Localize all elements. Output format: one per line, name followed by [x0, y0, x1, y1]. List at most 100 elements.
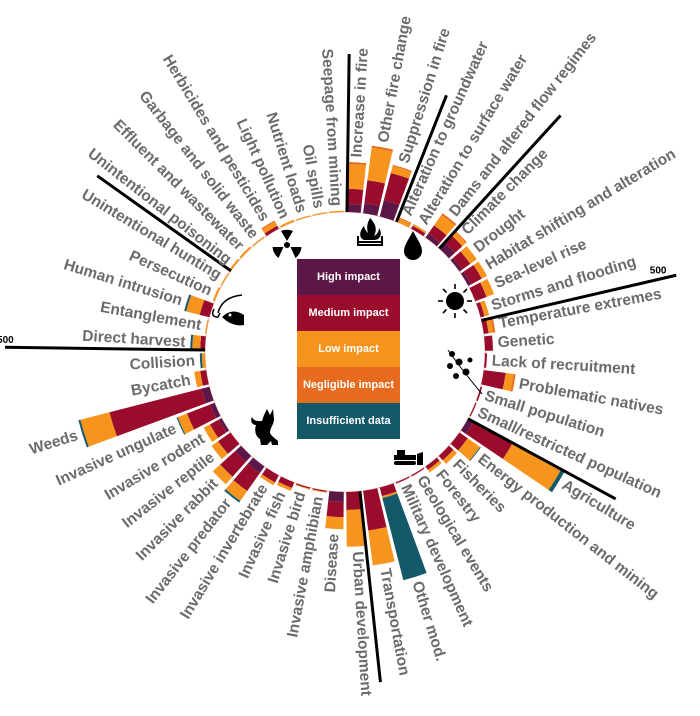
bar-segment-transportation-medium-impact	[363, 488, 387, 531]
bar-segment-energy-production-and-mining-insufficient-data	[469, 447, 481, 461]
bar-segment-lack-of-recruitment-medium-impact	[484, 353, 487, 368]
legend-label-insufficient-data: Insufficient data	[306, 415, 391, 427]
bar-segment-genetic-medium-impact	[484, 335, 493, 351]
bar-segment-herbicides-and-pesticides-negligible-impact	[261, 220, 276, 230]
bar-segment-agriculture-insufficient-data	[548, 468, 566, 493]
sun-icon	[438, 284, 472, 318]
total-line-increase-in-fire	[345, 54, 351, 213]
bar-segment-direct-harvest-medium-impact	[200, 335, 206, 351]
bar-segment-dams-and-altered-flow-regimes-high-impact	[425, 233, 441, 247]
bar-segment-persecution-low-impact	[212, 287, 221, 302]
bar-segment-suppression-in-fire-medium-impact	[383, 172, 410, 205]
legend-swatch-low-impact	[297, 331, 400, 367]
category-label-collision: Collision	[129, 353, 195, 374]
bar-segment-problematic-natives-negligible-impact	[510, 373, 516, 392]
bar-segment-disease-low-impact	[325, 516, 344, 530]
bar-segment-invasive-ungulate-medium-impact	[186, 404, 217, 430]
flower-icon	[447, 349, 483, 395]
category-label-genetic: Genetic	[497, 331, 555, 351]
bar-segment-temperature-extremes-low-impact	[485, 317, 494, 334]
bar-segment-dams-and-altered-flow-regimes-low-impact	[434, 214, 456, 236]
bar-segment-effluent-and-wastewater-low-impact	[239, 246, 252, 259]
bar-segment-human-intrusion-low-impact	[186, 295, 205, 315]
bar-segment-sea-level-rise-medium-impact	[469, 282, 487, 302]
bar-segment-garbage-and-solid-waste-low-impact	[252, 236, 265, 247]
bar-segment-entanglement-low-impact	[204, 319, 209, 334]
category-label-other-mod: Other mod.	[408, 579, 449, 663]
bar-segment-invasive-bird-low-impact	[295, 484, 311, 490]
bar-segment-alteration-to-groundwater-negligible-impact	[397, 216, 412, 224]
bar-segment-climate-change-negligible-impact	[454, 230, 467, 243]
bar-segment-other-fire-change-negligible-impact	[371, 145, 394, 152]
bar-segment-invasive-reptile-low-impact	[211, 441, 228, 460]
legend-label-medium-impact: Medium impact	[308, 307, 388, 319]
category-label-transportation: Transportation	[376, 567, 412, 677]
bars-layer	[78, 145, 566, 581]
bar-segment-small-population-medium-impact	[476, 386, 483, 402]
bar-segment-disease-medium-impact	[326, 501, 344, 518]
bar-segment-storms-and-flooding-low-impact	[480, 300, 490, 317]
bar-segment-invasive-predator-medium-impact	[233, 463, 260, 492]
total-line-unintentional-poisoning	[96, 174, 232, 273]
bar-segment-alteration-to-groundwater-low-impact	[395, 217, 411, 228]
bar-segment-other-fire-change-high-impact	[363, 203, 380, 216]
bar-segment-other-mod-low-impact	[381, 491, 398, 499]
bar-segment-invasive-rodent-medium-impact	[209, 419, 227, 438]
bar-segment-drought-low-impact	[460, 246, 477, 264]
category-label-increase-in-fire: Increase in fire	[348, 47, 372, 158]
bar-segment-invasive-ungulate-insufficient-data	[176, 417, 186, 435]
bar-segment-sea-level-rise-low-impact	[480, 278, 495, 297]
bar-segment-invasive-invertebrate-medium-impact	[261, 467, 279, 483]
bar-segment-collision-low-impact	[201, 353, 206, 369]
bar-segment-invasive-invertebrate-low-impact	[260, 474, 276, 486]
bar-segment-forestry-low-impact	[427, 460, 442, 473]
bar-segment-direct-harvest-low-impact	[192, 334, 202, 351]
bar-segment-human-intrusion-medium-impact	[199, 300, 214, 318]
bar-segment-climate-change-low-impact	[450, 231, 466, 247]
bar-segment-invasive-ungulate-low-impact	[177, 413, 195, 435]
cat-icon	[251, 409, 278, 445]
bar-segment-other-fire-change-medium-impact	[364, 180, 385, 207]
bar-segment-invasive-predator-high-impact	[247, 457, 265, 474]
bar-segment-invasive-ungulate-high-impact	[210, 402, 221, 419]
bar-segment-collision-insufficient-data	[199, 353, 203, 369]
bar-segment-urban-development-medium-impact	[346, 491, 363, 510]
total-line-alteration-to-groundwater	[395, 94, 448, 223]
legend-swatch-insufficient-data	[297, 403, 400, 439]
bar-segment-storms-and-flooding-medium-impact	[476, 302, 485, 318]
bar-segment-transportation-low-impact	[368, 527, 395, 566]
bar-segment-habitat-shifting-and-alteration-low-impact	[473, 261, 488, 279]
fire-icon	[357, 218, 383, 246]
bar-segment-other-fire-change-low-impact	[367, 147, 393, 184]
bar-segment-agriculture-high-impact	[460, 418, 474, 434]
bar-segment-alteration-to-surface-water-medium-impact	[411, 225, 426, 237]
bar-segment-weeds-medium-impact	[109, 388, 207, 437]
bar-segment-invasive-rodent-low-impact	[203, 424, 219, 442]
bar-segment-light-pollution-low-impact	[280, 219, 295, 228]
legend-swatch-high-impact	[297, 259, 400, 295]
bar-segment-drought-high-impact	[450, 257, 463, 272]
bar-segment-forestry-medium-impact	[425, 457, 440, 470]
bulldozer-icon	[394, 450, 423, 465]
bar-segment-habitat-shifting-and-alteration-medium-impact	[463, 264, 482, 285]
bar-segment-drought-medium-impact	[453, 251, 471, 270]
bar-segment-invasive-rodent-high-impact	[218, 418, 230, 433]
total-lines-layer: 500500	[0, 54, 677, 683]
bar-segment-invasive-predator-low-impact	[225, 480, 248, 501]
bar-segment-unintentional-poisoning-low-impact	[228, 258, 240, 272]
bar-segment-energy-production-and-mining-low-impact	[458, 438, 481, 461]
legend-label-negligible-impact: Negligible impact	[303, 379, 394, 391]
fish-hook-icon	[211, 294, 244, 326]
legend-label-high-impact: High impact	[317, 271, 380, 283]
total-line-agriculture	[467, 417, 617, 501]
bar-segment-weeds-high-impact	[201, 386, 214, 404]
bar-segment-seepage-from-mining-low-impact	[329, 210, 344, 213]
bar-segment-weeds-insufficient-data	[78, 419, 89, 448]
bar-segment-geological-events-medium-impact	[411, 467, 425, 477]
bar-segment-small-restricted-population-medium-impact	[469, 402, 477, 417]
bar-segment-fisheries-medium-impact	[438, 445, 454, 461]
category-label-weeds: Weeds	[28, 427, 80, 458]
bar-segment-herbicides-and-pesticides-medium-impact	[264, 225, 279, 237]
